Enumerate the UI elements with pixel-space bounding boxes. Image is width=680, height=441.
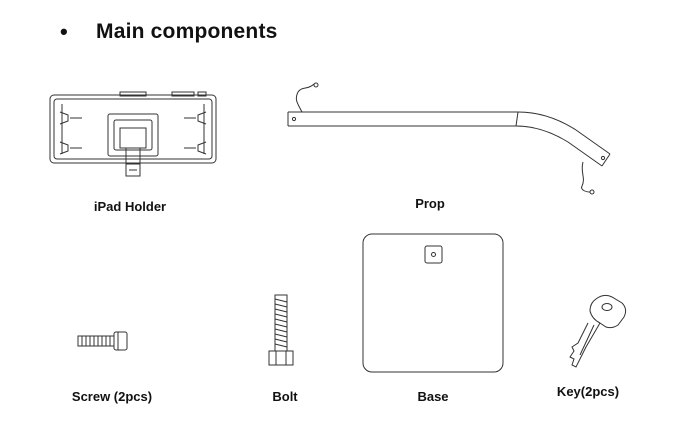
screw-icon — [74, 329, 130, 353]
screw-label: Screw (2pcs) — [71, 389, 153, 404]
prop-label: Prop — [415, 196, 445, 211]
key-icon — [566, 293, 632, 373]
ipad-holder-icon — [48, 92, 220, 182]
prop-icon — [280, 82, 620, 198]
bullet: • — [60, 19, 68, 44]
base-label: Base — [417, 389, 449, 404]
section-title: Main components — [96, 20, 278, 43]
base-icon — [361, 232, 505, 374]
ipad-holder-label: iPad Holder — [93, 199, 167, 214]
key-label: Key(2pcs) — [556, 384, 620, 399]
bolt-icon — [266, 293, 296, 371]
bolt-label: Bolt — [272, 389, 298, 404]
section-heading: • Main components — [60, 18, 278, 46]
